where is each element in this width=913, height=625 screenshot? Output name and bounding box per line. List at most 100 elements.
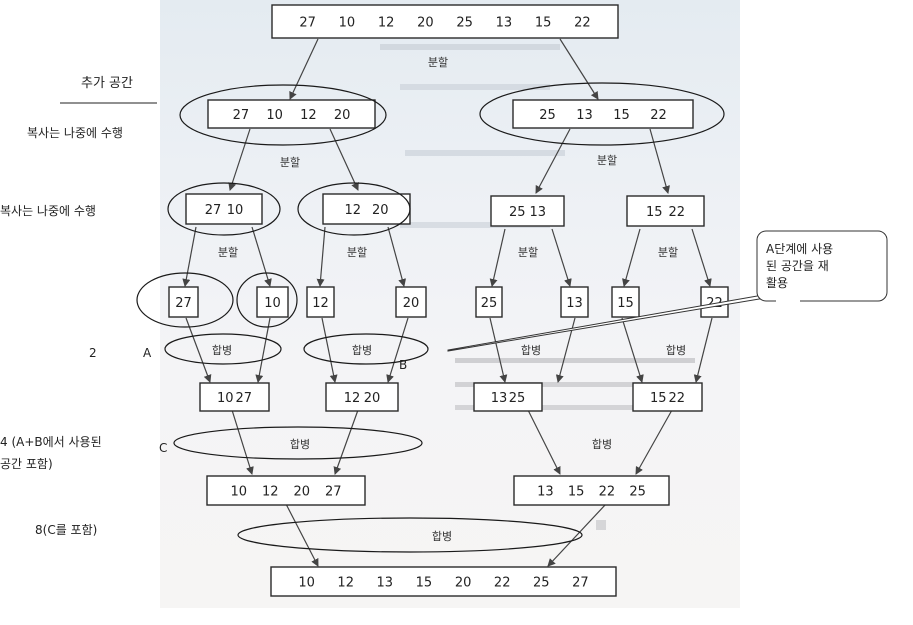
array-value: 13 — [496, 16, 513, 31]
array-value: 15 — [650, 391, 667, 406]
left-annotations: 추가 공간 복사는 나중에 수행 복사는 나중에 수행 2 A 4 (A+B에서… — [0, 76, 407, 537]
array-value: 22 — [599, 485, 616, 500]
copy-later-note-2: 복사는 나중에 수행 — [0, 203, 96, 218]
array-value: 20 — [417, 16, 434, 31]
array-value: 10 — [264, 296, 281, 311]
array-value: 15 — [568, 485, 585, 500]
ellipse-l1b — [479, 82, 725, 146]
array-box-frame — [632, 382, 703, 412]
merge-label-final: 합병 — [432, 530, 452, 543]
label-b: B — [399, 358, 407, 372]
array-value: 15 — [613, 108, 630, 123]
callout-box — [756, 230, 888, 302]
ellipse-l2b — [297, 182, 411, 236]
array-box-leaf4: 20 — [395, 286, 427, 318]
ellipse-a — [164, 333, 282, 365]
memory-ellipses — [136, 82, 725, 553]
extra-space-header: 추가 공간 — [81, 76, 133, 91]
array-value: 10 — [298, 576, 315, 591]
callout-line-3: 활용 — [766, 276, 788, 290]
array-value: 27 — [205, 203, 222, 218]
split-label-root: 분할 — [428, 56, 448, 69]
array-box-frame — [306, 286, 335, 318]
array-value: 25 — [629, 485, 646, 500]
array-value: 15 — [617, 296, 634, 311]
array-box-frame — [560, 286, 589, 318]
background-page-text — [380, 44, 695, 530]
ellipse-leaf2 — [236, 272, 298, 328]
merge-label-3: 합병 — [521, 344, 541, 357]
array-value: 13 — [377, 576, 394, 591]
array-value: 22 — [574, 16, 591, 31]
callout-line-2: 된 공간을 재 — [766, 259, 829, 273]
array-value: 12 — [312, 296, 329, 311]
array-value: 22 — [650, 108, 667, 123]
array-value: 25 — [456, 16, 473, 31]
array-value: 10 — [217, 391, 234, 406]
array-value: 12 — [262, 485, 279, 500]
array-box-frame — [206, 475, 366, 506]
array-value: 25 — [509, 391, 526, 406]
array-value: 20 — [403, 296, 420, 311]
array-value: 15 — [646, 205, 663, 220]
array-value: 13 — [566, 296, 583, 311]
array-value: 13 — [530, 205, 547, 220]
array-box-frame — [199, 382, 270, 412]
array-value: 10 — [266, 108, 283, 123]
label-c: C — [159, 441, 167, 455]
split-label-l2c: 분할 — [518, 246, 538, 259]
merge-label-4: 합병 — [666, 344, 686, 357]
split-label-l1a: 분할 — [280, 156, 300, 169]
merge-label-5: 합병 — [290, 438, 310, 451]
split-label-l2a: 분할 — [218, 246, 238, 259]
ellipse-l2a — [167, 182, 281, 236]
array-value: 27 — [299, 16, 316, 31]
array-box-frame — [168, 286, 199, 318]
array-value: 25 — [539, 108, 556, 123]
array-value: 13 — [576, 108, 593, 123]
array-value: 27 — [572, 576, 589, 591]
array-box-frame — [325, 382, 399, 412]
operation-labels: 분할 분할 분할 분할 분할 분할 분할 합병 합병 합병 합병 합병 합병 합… — [212, 56, 686, 543]
array-box-leaf1: 27 — [168, 286, 199, 318]
array-value: 12 — [378, 16, 395, 31]
array-value: 27 — [175, 296, 192, 311]
array-box-frame — [256, 286, 289, 318]
array-box-leaf7: 15 — [611, 286, 640, 318]
copy-later-note-1: 복사는 나중에 수행 — [27, 125, 123, 140]
array-box-frame — [490, 195, 565, 227]
array-box-frame — [513, 475, 670, 506]
ellipse-final — [237, 517, 583, 553]
array-value: 10 — [231, 485, 248, 500]
array-value: 20 — [334, 108, 351, 123]
array-box-leaf5: 25 — [475, 286, 503, 318]
array-value: 27 — [233, 108, 250, 123]
split-label-l1b: 분할 — [597, 154, 617, 167]
array-box-frame — [185, 193, 263, 225]
array-value: 20 — [372, 203, 389, 218]
array-box-frame — [475, 286, 503, 318]
space-2-note: 2 — [89, 346, 97, 360]
merge-label-1: 합병 — [212, 344, 232, 357]
array-box-frame — [207, 99, 376, 129]
array-value: 10 — [227, 203, 244, 218]
array-value: 15 — [535, 16, 552, 31]
array-value: 20 — [294, 485, 311, 500]
array-box-leaf2: 10 — [256, 286, 289, 318]
space-4-note-line2: 공간 포함) — [0, 457, 53, 471]
array-value: 20 — [455, 576, 472, 591]
array-value: 22 — [669, 391, 686, 406]
ellipse-leaf1 — [136, 272, 234, 328]
array-value: 20 — [364, 391, 381, 406]
array-box-frame — [271, 4, 619, 39]
